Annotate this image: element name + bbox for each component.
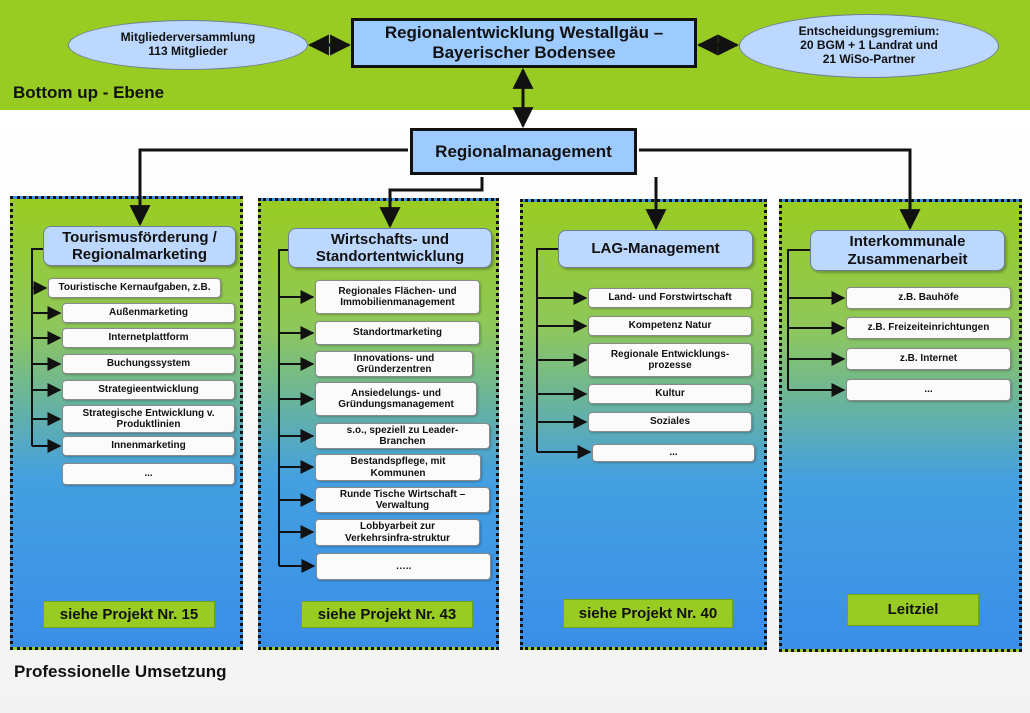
- regional-management-node: Regionalmanagement: [410, 128, 637, 175]
- decision-board-node: Entscheidungsgremium: 20 BGM + 1 Landrat…: [739, 14, 999, 78]
- economy-item: Regionales Flächen- und Immobilienmanage…: [315, 280, 480, 314]
- lag-item: Land- und Forstwirtschaft: [588, 288, 752, 308]
- intermunicipal-item: ...: [846, 379, 1011, 401]
- economy-item: …..: [316, 553, 491, 580]
- lag-head: LAG-Management: [558, 230, 753, 268]
- economy-item: Lobbyarbeit zur Verkehrsinfra-struktur: [315, 519, 480, 546]
- economy-item: Bestandspflege, mit Kommunen: [315, 454, 481, 481]
- tourism-item: Strategische Entwicklung v. Produktlinie…: [62, 405, 235, 433]
- economy-footer: siehe Projekt Nr. 43: [301, 601, 473, 628]
- tourism-item: Buchungssystem: [62, 354, 235, 374]
- lag-item: Regionale Entwicklungs- prozesse: [588, 343, 752, 377]
- tourism-item: Strategieentwicklung: [62, 380, 235, 400]
- arrow-to-economy: [379, 177, 484, 229]
- economy-item: Innovations- und Gründerzentren: [315, 351, 473, 377]
- economy-head: Wirtschafts- und Standortentwicklung: [288, 228, 492, 268]
- tourism-item: Internetplattform: [62, 328, 235, 348]
- intermunicipal-head: Interkommunale Zusammenarbeit: [810, 230, 1005, 271]
- tourism-item: Außenmarketing: [62, 303, 235, 323]
- economy-item: Runde Tische Wirtschaft – Verwaltung: [315, 487, 490, 513]
- tourism-footer: siehe Projekt Nr. 15: [43, 601, 215, 628]
- regional-development-node: Regionalentwicklung Westallgäu – Bayeris…: [351, 18, 697, 68]
- intermunicipal-item: z.B. Bauhöfe: [846, 287, 1011, 309]
- intermunicipal-item: z.B. Internet: [846, 348, 1011, 370]
- economy-item: Ansiedelungs- und Gründungsmanagement: [315, 382, 477, 416]
- lag-footer: siehe Projekt Nr. 40: [563, 599, 733, 628]
- lag-item: Kultur: [588, 384, 752, 404]
- intermunicipal-footer: Leitziel: [847, 594, 979, 626]
- intermunicipal-item: z.B. Freizeiteinrichtungen: [846, 317, 1011, 339]
- lag-bracket: [536, 248, 558, 452]
- intermunicipal-panel: [779, 199, 1022, 652]
- lag-item: Soziales: [588, 412, 752, 432]
- arrow-to-intermunicipal: [639, 148, 921, 231]
- economy-bracket: [278, 249, 288, 566]
- economy-item: s.o., speziell zu Leader- Branchen: [315, 423, 490, 449]
- arrow-to-tourism: [129, 148, 408, 227]
- lag-item: Kompetenz Natur: [588, 316, 752, 336]
- bottom-up-label: Bottom up - Ebene: [13, 83, 165, 102]
- tourism-item: Touristische Kernaufgaben, z.B.: [48, 278, 221, 298]
- economy-item: Standortmarketing: [315, 321, 480, 345]
- intermunicipal-bracket: [787, 249, 810, 390]
- implementation-label: Professionelle Umsetzung: [14, 662, 227, 681]
- tourism-head: Tourismusförderung / Regionalmarketing: [43, 226, 236, 266]
- tourism-bracket: [31, 248, 43, 446]
- tourism-item: ...: [62, 463, 235, 485]
- tourism-item: Innenmarketing: [62, 436, 235, 456]
- members-assembly-node: Mitgliederversammlung 113 Mitglieder: [68, 20, 308, 70]
- lag-item: ...: [592, 444, 755, 462]
